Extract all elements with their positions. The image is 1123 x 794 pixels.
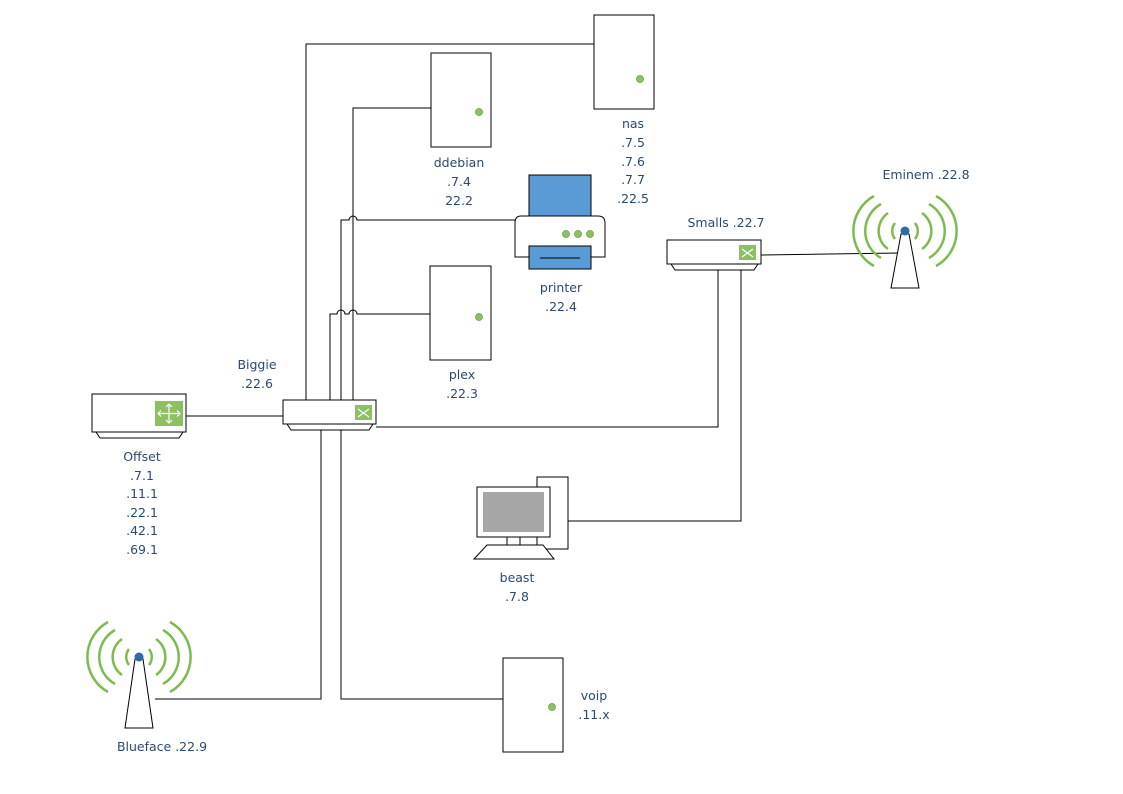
link-biggie-voip (340, 430, 503, 700)
smalls-node[interactable]: Smalls .22.7 (666, 215, 765, 271)
smalls-name: Smalls .22.7 (687, 215, 764, 230)
nas-name: nas (622, 116, 644, 131)
biggie-node[interactable]: Biggie .22.6 (237, 357, 377, 431)
offset-name: Offset (123, 449, 161, 464)
beast-ip: .7.8 (505, 589, 529, 604)
beast-node[interactable]: beast .7.8 (472, 476, 569, 604)
blueface-node[interactable]: Blueface .22.9 (86, 620, 207, 754)
offset-ip-4: .42.1 (126, 523, 158, 538)
link-biggie-smalls (376, 267, 719, 428)
printer-ip: .22.4 (545, 299, 577, 314)
printer-node[interactable]: printer .22.4 (514, 174, 606, 314)
biggie-ip: .22.6 (241, 376, 273, 391)
voip-ip: .11.x (578, 707, 609, 722)
nas-ip-4: .22.5 (617, 191, 649, 206)
server-icon (430, 52, 492, 148)
nas-ip-3: .7.7 (621, 172, 645, 187)
server-icon (593, 14, 655, 110)
status-led (548, 703, 556, 711)
switch-icon (666, 239, 762, 271)
plex-name: plex (449, 367, 475, 382)
biggie-name: Biggie (237, 357, 276, 372)
link-smalls-beast (568, 267, 742, 522)
wireless-access-point-icon (852, 194, 958, 289)
printer-icon (514, 174, 606, 270)
offset-node[interactable]: Offset .7.1 .11.1 .22.1 .42.1 .69.1 (91, 393, 187, 557)
status-led (636, 75, 644, 83)
offset-ip-1: .7.1 (130, 468, 154, 483)
offset-ip-2: .11.1 (126, 486, 158, 501)
status-led (475, 313, 483, 321)
plex-node[interactable]: plex .22.3 (429, 265, 492, 401)
wireless-access-point-icon (86, 620, 192, 729)
nas-ip-2: .7.6 (621, 154, 645, 169)
ddebian-name: ddebian (434, 155, 485, 170)
printer-name: printer (540, 280, 583, 295)
blueface-name: Blueface .22.9 (117, 739, 207, 754)
link-biggie-nas (305, 43, 594, 400)
ddebian-ip-2: 22.2 (445, 193, 473, 208)
offset-ip-3: .22.1 (126, 505, 158, 520)
connections (155, 43, 898, 700)
status-led (475, 108, 483, 116)
ddebian-ip-1: .7.4 (447, 174, 471, 189)
nas-node[interactable]: nas .7.5 .7.6 .7.7 .22.5 (593, 14, 655, 206)
link-biggie-blueface (155, 430, 322, 700)
eminem-node[interactable]: Eminem .22.8 (852, 167, 970, 289)
eminem-name: Eminem .22.8 (882, 167, 969, 182)
nas-ip-1: .7.5 (621, 135, 645, 150)
link-biggie-ddebian (352, 107, 431, 400)
router-icon (91, 393, 187, 439)
link-biggie-printer (340, 215, 517, 400)
beast-name: beast (500, 570, 535, 585)
voip-name: voip (581, 688, 608, 703)
plex-ip: .22.3 (446, 386, 478, 401)
voip-node[interactable]: voip .11.x (502, 657, 610, 753)
desktop-computer-icon (472, 476, 569, 560)
link-biggie-plex (329, 309, 431, 400)
switch-icon (282, 399, 377, 431)
offset-ip-5: .69.1 (126, 542, 158, 557)
ddebian-node[interactable]: ddebian .7.4 22.2 (430, 52, 492, 208)
server-icon (429, 265, 492, 361)
